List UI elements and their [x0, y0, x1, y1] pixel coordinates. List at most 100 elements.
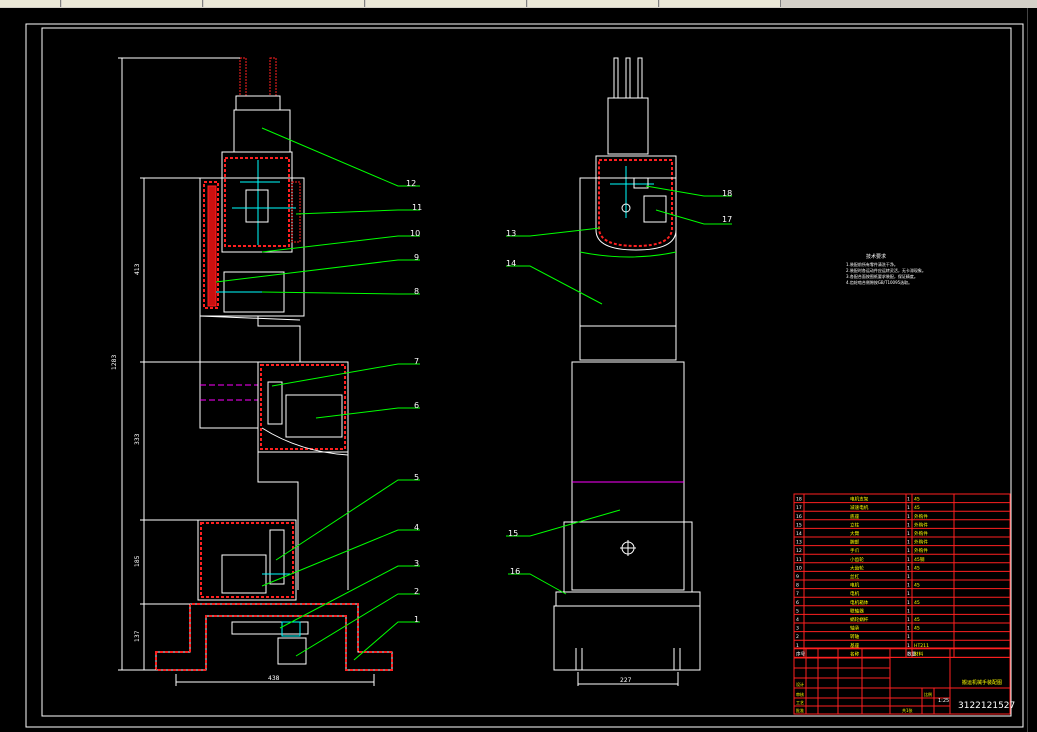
bom-cell-no: 18: [796, 497, 802, 503]
bom-cell-name: 减速电机: [850, 504, 869, 511]
lower-gearbox: [197, 519, 297, 601]
side-wrist-block: [607, 97, 649, 155]
bom-cell-no: 16: [796, 514, 802, 520]
bom-cell-no: 10: [796, 565, 802, 571]
middle-arc: [261, 427, 349, 456]
tb-design: 设计: [796, 681, 804, 687]
base-hatch: [155, 603, 393, 671]
bom-cell-qty: 1: [907, 591, 910, 597]
bom-cell-material: 45钢: [914, 556, 925, 563]
middle-motor: [285, 394, 343, 438]
bom-cell-no: 3: [796, 626, 799, 632]
gripper-finger-right: [269, 57, 277, 97]
bom-cell-qty: 1: [907, 626, 910, 632]
base-motor: [277, 637, 307, 665]
side-column: [571, 361, 685, 591]
bom-cell-qty: 1: [907, 531, 910, 537]
dim-lower: 185: [134, 555, 141, 567]
side-wrist-gear: [633, 177, 649, 189]
scale-label: 比例: [924, 691, 932, 697]
scale-value: 1:25: [938, 698, 949, 704]
column-right-outline: [257, 316, 301, 362]
gripper-finger-left: [239, 57, 247, 97]
leader-16: [508, 573, 567, 595]
bom-cell-name: 大臂: [850, 530, 860, 537]
notes-title: 技术要求: [866, 253, 886, 260]
side-finger-2: [625, 57, 631, 99]
callout-17: 17: [722, 215, 732, 224]
callout-15: 15: [508, 529, 518, 538]
bom-cell-name: 小齿轮: [850, 556, 864, 563]
bom-cell-material: 45: [914, 505, 920, 511]
bom-cell-qty: 1: [907, 557, 910, 563]
callout-9: 9: [414, 253, 419, 262]
tb-process: 工艺: [796, 700, 804, 705]
bom-cell-name: 转轴: [850, 633, 860, 640]
leader-10: [261, 235, 420, 253]
bom-cell-qty: 1: [907, 600, 910, 606]
tab-2[interactable]: [62, 0, 203, 7]
side-dim-base-width: 227: [620, 677, 632, 684]
notes-line-3: 3.各配合面按图纸要求装配，保证精度。: [846, 273, 918, 279]
tab-6[interactable]: [660, 0, 781, 7]
side-wrist-bore: [621, 203, 631, 213]
wrist-gear: [245, 189, 269, 223]
bom-cell-material: 45: [914, 497, 920, 503]
lower-gearbox-hatch: [200, 522, 294, 598]
side-leaders: [506, 185, 732, 595]
bom-cell-name: 立柱: [850, 521, 860, 528]
wrist-housing-hatch: [224, 157, 290, 247]
bom-cell-material: 外购件: [914, 530, 928, 537]
bom-cell-name: 腕部: [850, 539, 860, 546]
callout-16: 16: [510, 567, 520, 576]
side-wrist-housing-hatch: [598, 159, 673, 248]
bom-cell-no: 5: [796, 608, 799, 614]
leader-15: [506, 509, 621, 537]
column-left-outline: [199, 316, 299, 590]
tab-3[interactable]: [204, 0, 365, 7]
bom-cell-qty: 1: [907, 497, 910, 503]
bom-header-no: 序号: [796, 650, 806, 657]
side-view: [553, 57, 701, 686]
dim-base-width: 438: [268, 675, 280, 682]
bom-cell-name: 大齿轮: [850, 564, 864, 571]
technical-notes: 技术要求 1.装配前所有零件清洗干净。 2.装配时各运动件应运转灵活，无卡滞现象…: [846, 253, 926, 285]
bom-cell-name: 基座: [850, 642, 860, 649]
bom-cell-material: 外购件: [914, 513, 928, 520]
front-dimensions: [118, 57, 375, 686]
leader-12: [261, 127, 420, 187]
callout-2: 2: [414, 587, 419, 596]
drawing-number: 3122121527: [958, 701, 1015, 711]
title-block-frame: [793, 647, 1011, 715]
bom-cell-name: 轴承: [850, 625, 860, 632]
side-wrist-housing: [595, 155, 677, 251]
leader-2: [295, 593, 420, 657]
bom-cell-material: 45: [914, 565, 920, 571]
leader-7: [271, 363, 420, 387]
gripper-mount: [235, 95, 281, 111]
bom-cell-material: 45: [914, 626, 920, 632]
bom-cell-name: 电机箱体: [850, 599, 869, 606]
bom-cell-no: 9: [796, 574, 799, 580]
bom-header-material: 材料: [914, 650, 924, 657]
arm-housing-hatch-right: [291, 181, 301, 243]
tab-5[interactable]: [528, 0, 659, 7]
callout-8: 8: [414, 287, 419, 296]
drawing-title: 搬运机械手装配图: [962, 679, 1002, 686]
notes-line-4: 4.齿轮啮合侧隙按GB/T10095选取。: [846, 279, 912, 285]
bom-cell-qty: 1: [907, 522, 910, 528]
leader-17: [655, 209, 732, 225]
wrist-block: [233, 109, 291, 153]
vertical-scrollbar[interactable]: [1027, 8, 1037, 732]
tab-4[interactable]: [366, 0, 527, 7]
bom-cell-material: 45: [914, 600, 920, 606]
bom-cell-name: 底座: [850, 513, 860, 520]
leader-9: [215, 259, 420, 283]
tab-1[interactable]: [0, 0, 61, 7]
bom-cell-material: 外购件: [914, 539, 928, 546]
callout-14: 14: [506, 259, 516, 268]
callout-7: 7: [414, 357, 419, 366]
leader-13: [506, 227, 601, 237]
side-wrist-motor: [643, 195, 667, 223]
